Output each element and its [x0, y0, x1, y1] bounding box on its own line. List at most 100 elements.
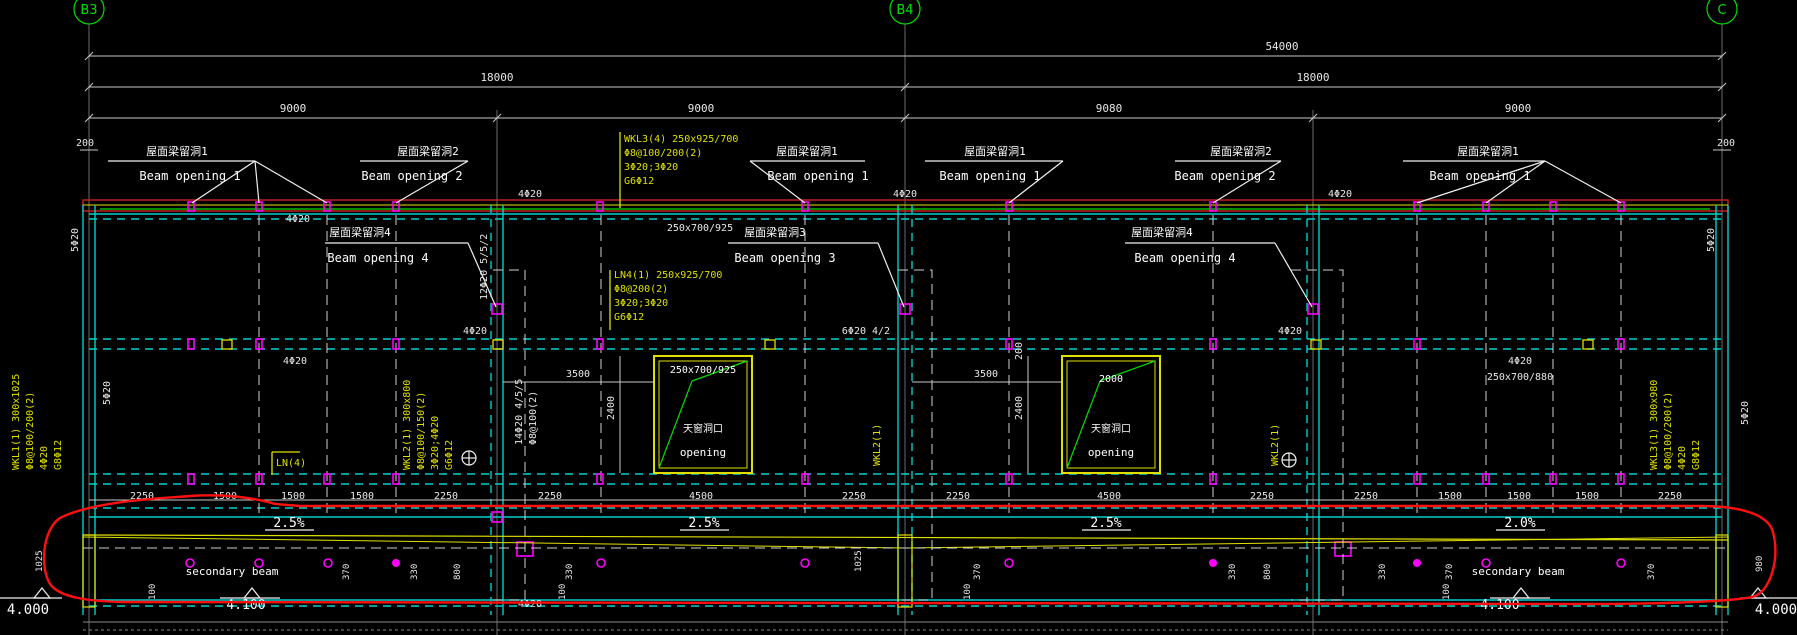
svg-text:屋面梁留洞1: 屋面梁留洞1 — [146, 144, 208, 158]
dim-half-1: 18000 — [480, 71, 513, 84]
svg-text:370: 370 — [1647, 564, 1657, 580]
elevation-mid-left: 4.100 — [226, 598, 265, 613]
dimension-bays: 9000 9000 9080 9000 200 200 — [76, 102, 1735, 151]
slope-arrow-2: 2.5% — [680, 516, 729, 531]
svg-text:4Φ20: 4Φ20 — [283, 356, 307, 367]
beam-annotation-wkl3: WKL3(4) 250x925/700 Φ8@100/200(2) 3Φ20;3… — [619, 132, 738, 208]
svg-text:G6Φ12: G6Φ12 — [624, 176, 654, 187]
wkl2-label-mid: WKL2(1) — [872, 424, 883, 466]
svg-text:opening: opening — [1088, 446, 1134, 459]
opening-dimensions: 3500 3500 2400 2400 200 — [503, 342, 1062, 473]
svg-text:WKL2(1) 300x800: WKL2(1) 300x800 — [402, 380, 413, 470]
slope-arrow-1: 2.5% — [265, 516, 314, 531]
svg-text:2.0%: 2.0% — [1504, 516, 1535, 531]
opening-callout-6: 屋面梁留洞1 Beam opening 1 — [1403, 144, 1622, 204]
elevation-left: 4.000 — [7, 602, 49, 618]
svg-text:1500: 1500 — [350, 491, 374, 502]
svg-text:800: 800 — [1263, 564, 1273, 580]
skylight-opening-left: 250x700/925 天窗洞口 opening — [653, 355, 753, 474]
secondary-beam-label-left: secondary beam — [186, 565, 279, 578]
rebar-labels: 4Φ20 4Φ20 4Φ20 4Φ20 4Φ20 4Φ20 4Φ20 4Φ20 … — [70, 189, 1751, 445]
svg-text:100: 100 — [1442, 584, 1452, 600]
svg-text:G8Φ12: G8Φ12 — [53, 440, 64, 470]
dim-bay-4: 9000 — [1505, 102, 1532, 115]
svg-text:1025: 1025 — [854, 550, 864, 572]
ground-line: 4Φ20 — [83, 599, 1728, 631]
svg-text:1500: 1500 — [1438, 491, 1462, 502]
svg-text:3Φ20;3Φ20: 3Φ20;3Φ20 — [624, 162, 678, 173]
dashed-brackets — [493, 269, 1344, 601]
axis-label-b4: B4 — [896, 3, 913, 18]
svg-text:200: 200 — [1014, 342, 1025, 360]
svg-text:2000: 2000 — [1099, 374, 1123, 385]
svg-text:6Φ20 4/2: 6Φ20 4/2 — [842, 326, 890, 337]
svg-text:Φ8@100/150(2): Φ8@100/150(2) — [416, 392, 427, 470]
svg-text:Φ8@100/200(2): Φ8@100/200(2) — [1663, 392, 1674, 470]
svg-text:5Φ20: 5Φ20 — [1706, 228, 1717, 252]
svg-text:4Φ20: 4Φ20 — [1328, 189, 1352, 200]
svg-text:100: 100 — [148, 584, 158, 600]
highlight-cloud — [42, 494, 1777, 606]
svg-text:2250: 2250 — [946, 491, 970, 502]
dim-overall-text: 54000 — [1265, 40, 1298, 53]
svg-text:屋面梁留洞1: 屋面梁留洞1 — [964, 144, 1026, 158]
svg-text:天窗洞口: 天窗洞口 — [683, 422, 723, 435]
svg-text:2250: 2250 — [1354, 491, 1378, 502]
svg-text:4Φ20: 4Φ20 — [893, 189, 917, 200]
column-symbols — [461, 450, 1297, 468]
beam-annotation-ln4: LN4(1) 250x925/700 Φ8@200(2) 3Φ20;3Φ20 G… — [609, 270, 722, 330]
svg-text:980: 980 — [1755, 556, 1765, 572]
svg-text:屋面梁留洞4: 屋面梁留洞4 — [1131, 225, 1193, 239]
dimension-overall: 54000 — [84, 40, 1727, 61]
svg-text:330: 330 — [1228, 564, 1238, 580]
svg-text:屋面梁留洞2: 屋面梁留洞2 — [397, 144, 459, 158]
svg-text:G6Φ12: G6Φ12 — [614, 312, 644, 323]
opening-callout-4-right: 屋面梁留洞4 Beam opening 4 — [1125, 225, 1313, 308]
svg-text:WKL3(1) 300x980: WKL3(1) 300x980 — [1649, 380, 1660, 470]
secondary-beam-label-right: secondary beam — [1472, 565, 1565, 578]
svg-text:1500: 1500 — [281, 491, 305, 502]
axis-label-b3: B3 — [80, 3, 97, 18]
svg-text:2250: 2250 — [130, 491, 154, 502]
opening-callout-3: 屋面梁留洞1 Beam opening 1 — [749, 144, 869, 204]
svg-text:3500: 3500 — [974, 369, 998, 380]
svg-text:屋面梁留洞1: 屋面梁留洞1 — [1457, 144, 1519, 158]
svg-text:330: 330 — [410, 564, 420, 580]
svg-text:5Φ20: 5Φ20 — [1740, 401, 1751, 425]
svg-text:3Φ20;4Φ20: 3Φ20;4Φ20 — [430, 416, 441, 470]
svg-text:5Φ20: 5Φ20 — [70, 228, 81, 252]
svg-text:G8Φ12: G8Φ12 — [1691, 440, 1702, 470]
svg-text:330: 330 — [565, 564, 575, 580]
axis-label-c: C — [1717, 3, 1726, 18]
svg-text:Beam opening 1: Beam opening 1 — [767, 169, 868, 183]
svg-text:Beam opening 1: Beam opening 1 — [139, 169, 240, 183]
dimension-halves: 18000 18000 — [84, 71, 1727, 92]
svg-text:WKL1(1) 300x1025: WKL1(1) 300x1025 — [11, 374, 22, 470]
wkl2-label-right: WKL2(1) — [1270, 424, 1281, 466]
svg-text:Beam opening 2: Beam opening 2 — [1174, 169, 1275, 183]
svg-text:2.5%: 2.5% — [273, 516, 304, 531]
svg-text:4Φ20: 4Φ20 — [463, 326, 487, 337]
opening-markers — [185, 201, 1626, 568]
svg-text:G6Φ12: G6Φ12 — [444, 440, 455, 470]
svg-text:4Φ20: 4Φ20 — [518, 189, 542, 200]
svg-text:WKL3(4) 250x925/700: WKL3(4) 250x925/700 — [624, 134, 738, 145]
svg-text:屋面梁留洞1: 屋面梁留洞1 — [776, 144, 838, 158]
slope-arrow-3: 2.5% — [1082, 516, 1131, 531]
svg-text:4Φ20: 4Φ20 — [1677, 446, 1688, 470]
secondary-beam-strip: 2.5% 2.5% 2.5% 2.0% secondary beam secon… — [35, 516, 1765, 608]
elevation-mid-right: 4.100 — [1480, 598, 1519, 613]
svg-text:4Φ20: 4Φ20 — [1508, 356, 1532, 367]
svg-text:Beam opening 4: Beam opening 4 — [1134, 251, 1235, 265]
svg-text:2250: 2250 — [1250, 491, 1274, 502]
beam-annotation-wkl3r: WKL3(1) 300x980 Φ8@100/200(2) 4Φ20 G8Φ12 — [1649, 380, 1702, 470]
opening-callout-1: 屋面梁留洞1 Beam opening 1 — [108, 144, 328, 204]
dim-bay-1: 9000 — [280, 102, 307, 115]
svg-text:Φ8@200(2): Φ8@200(2) — [614, 284, 668, 295]
dim-edge-right: 200 — [1717, 138, 1735, 149]
svg-text:3500: 3500 — [566, 369, 590, 380]
top-opening-callouts: 屋面梁留洞1 Beam opening 1 屋面梁留洞2 Beam openin… — [108, 144, 1622, 204]
svg-text:3Φ20;3Φ20: 3Φ20;3Φ20 — [614, 298, 668, 309]
